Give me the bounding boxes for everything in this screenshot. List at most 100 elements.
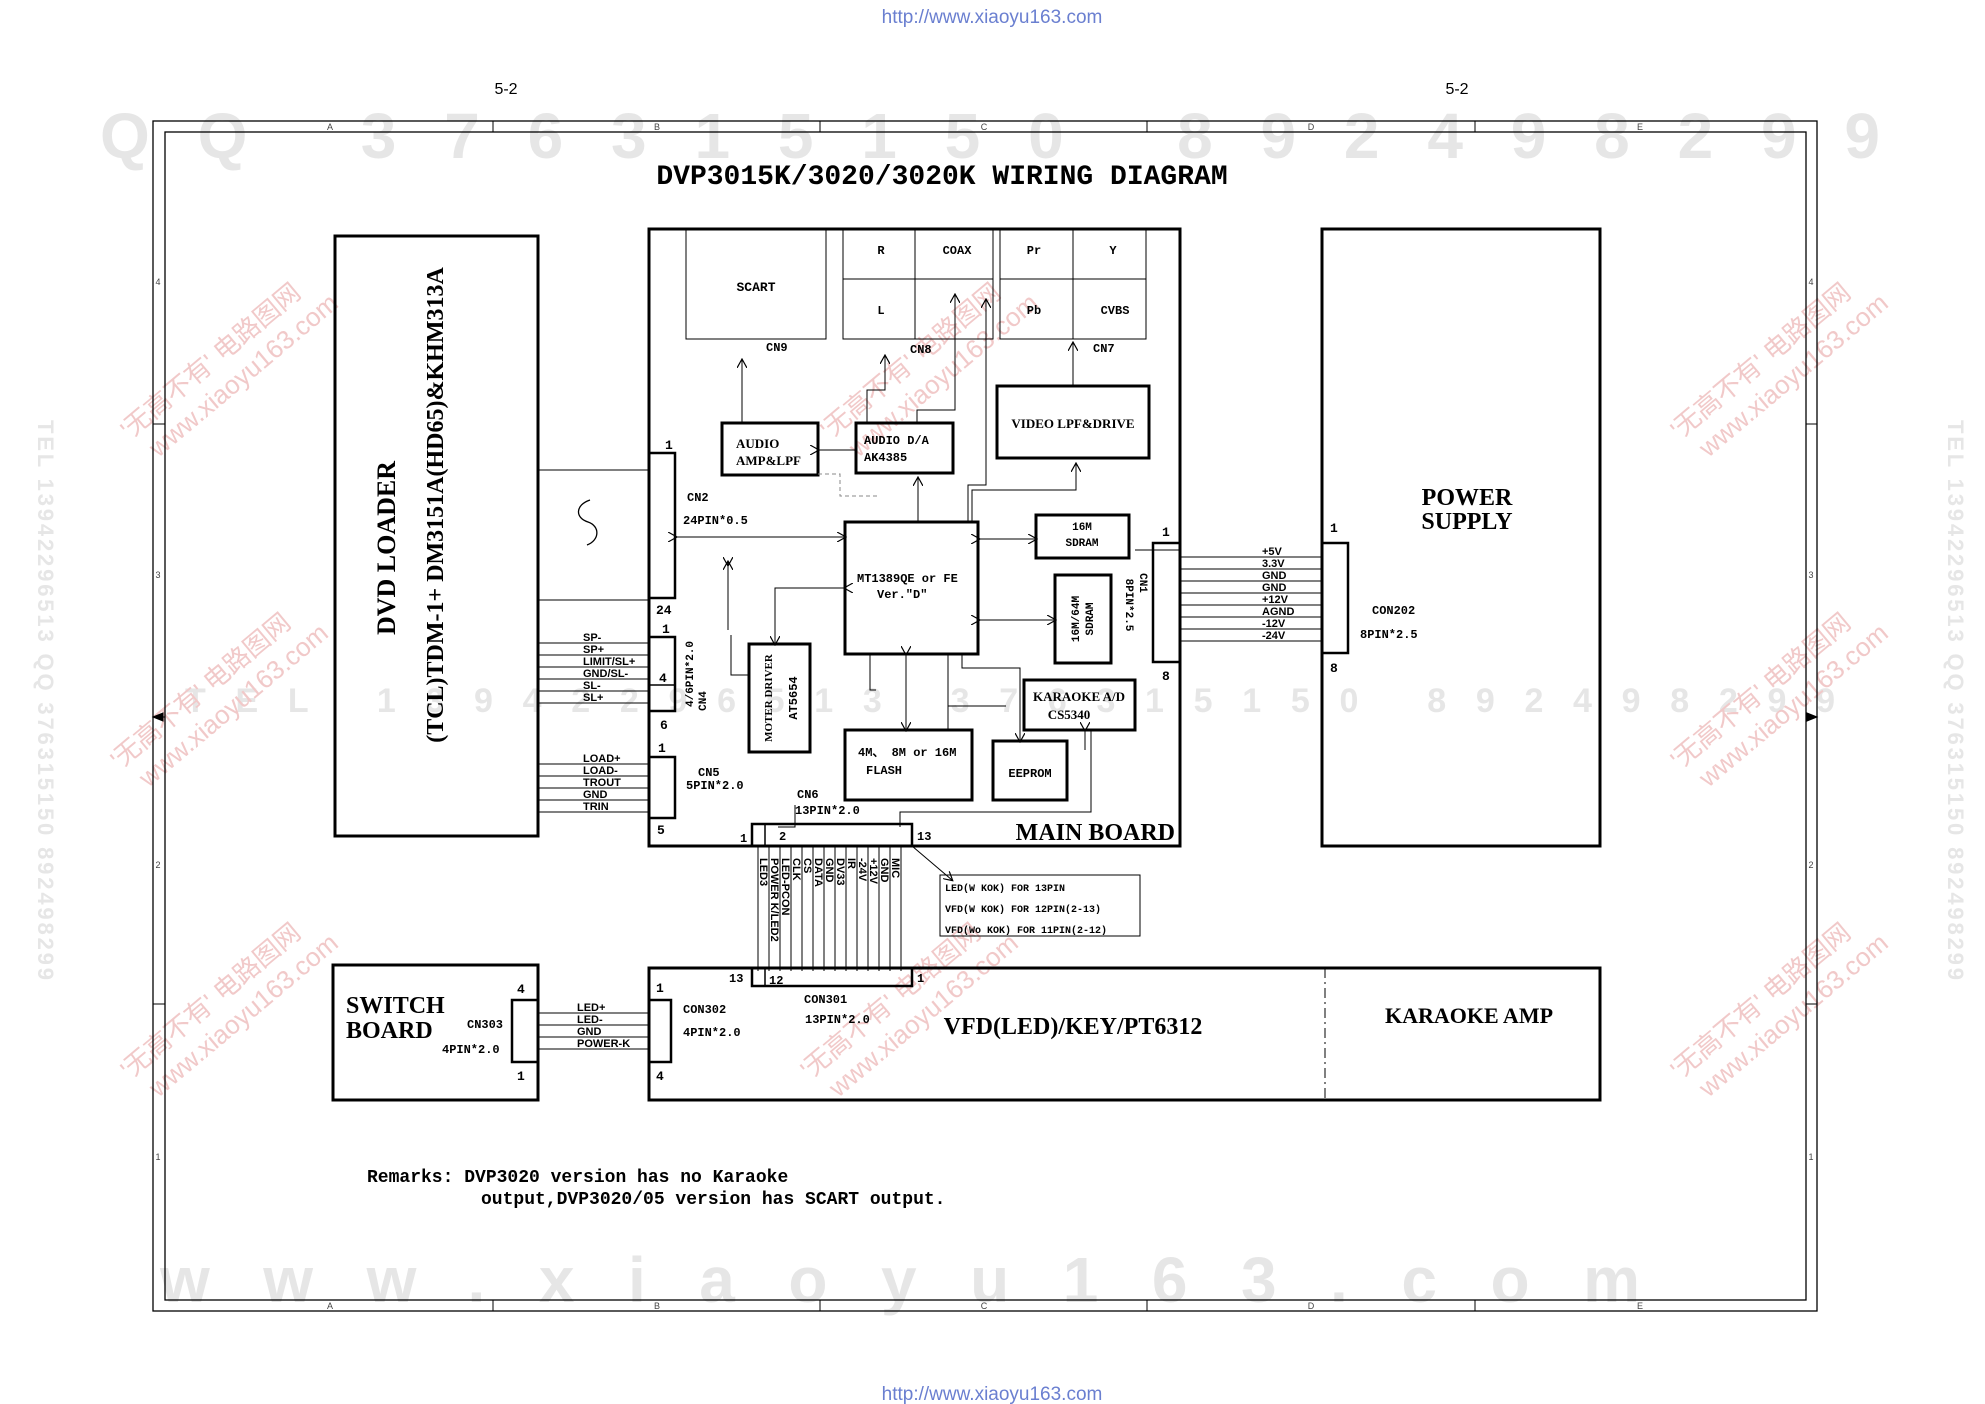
svg-text:1: 1 [917,972,924,986]
switch-board: SWITCH BOARD CN303 4PIN*2.0 4 1 [331,963,540,1102]
svg-text:SDRAM: SDRAM [1085,602,1097,635]
cable-signal-cs: CS [801,858,813,873]
signal-load-plus: LOAD+ [583,753,621,765]
svg-text:AUDIO D/A: AUDIO D/A [864,434,930,448]
diagram-title: DVP3015K/3020/3020K WIRING DIAGRAM [656,162,1227,193]
loader-signal-labels: SP- SP+ LIMIT/SL+ GND/SL- SL- SL+ LOAD+ … [583,632,635,813]
mpeg-decoder-block: MT1389QE or FE Ver."D" [843,520,980,656]
svg-text:B: B [654,1301,660,1311]
signal-trin: TRIN [583,801,609,813]
cable-signal-minus24v: -24V [856,858,868,882]
svg-text:1: 1 [665,438,673,453]
svg-text:2: 2 [155,860,160,870]
cn4-name: CN4 [698,691,710,711]
svg-text:1: 1 [740,832,747,846]
cable-signal-data: DATA [812,858,824,887]
sdram-16m-block: 16M SDRAM [1034,513,1131,560]
cable-signal-gnd-2: GND [878,858,890,883]
svg-text:4: 4 [1808,277,1813,287]
stamp-center-1: '无高不有' 电路图网 www.xiaoyu163.com [815,277,1044,463]
switch-board-line2: BOARD [346,1018,433,1044]
cn4-connector: 1 4 6 4/6PIN*2.0 CN4 [647,622,710,733]
svg-text:E: E [1637,1301,1643,1311]
rail-minus12v: -12V [1262,618,1286,630]
svg-text:1: 1 [1808,1152,1813,1162]
watermark-side-right: TEL 13942296513 QQ 376315150 892498299 [1943,420,1968,980]
jack-cvbs-label: CVBS [1101,304,1130,318]
svg-text:AMP&LPF: AMP&LPF [736,453,801,468]
svg-text:16M: 16M [1072,522,1092,534]
watermark-bottom-row: www.xiaoyu163.com [159,1244,1640,1316]
svg-text:4: 4 [656,1069,664,1084]
svg-text:3: 3 [155,570,160,580]
svg-text:CS5340: CS5340 [1048,707,1091,722]
signal-trout: TROUT [583,777,621,789]
flash-block: 4M、 8M or 16M FLASH [843,728,974,802]
svg-text:D: D [1308,1301,1315,1311]
dvd-loader-model: (TCL)TDM-1+ DM3151A(HD65)&KHM313A [423,267,449,743]
svg-text:2: 2 [1808,860,1813,870]
svg-text:B: B [654,122,660,132]
frame-grid-labels: A B C D E A B C D E 4 3 2 1 4 3 2 1 [155,122,1813,1311]
main-board-label: MAIN BOARD [1016,820,1175,846]
svg-text:AUDIO: AUDIO [736,436,779,451]
audio-dac-block: AUDIO D/A AK4385 [854,421,955,475]
remarks-line1: Remarks: DVP3020 version has no Karaoke [367,1168,788,1188]
svg-text:4M、 8M or 16M: 4M、 8M or 16M [858,746,956,760]
rail-5v: +5V [1262,546,1283,558]
svg-text:VIDEO LPF&DRIVE: VIDEO LPF&DRIVE [1011,416,1134,431]
video-lpf-block: VIDEO LPF&DRIVE [995,384,1151,460]
cable-signal-clk: CLK [790,858,802,881]
svg-text:1: 1 [656,981,664,996]
dvd-loader: DVD LOADER (TCL)TDM-1+ DM3151A(HD65)&KHM… [333,234,540,838]
signal-sl-minus: SL- [583,680,601,692]
rail-minus24v: -24V [1262,630,1286,642]
jack-y-label: Y [1109,244,1117,258]
eeprom-block: EEPROM [991,739,1069,802]
cn8-label: CN8 [910,343,932,357]
signal-gnd-loader: GND [583,789,608,801]
cn1-name: CN1 [1136,573,1148,593]
svg-text:1: 1 [517,1069,525,1084]
cn303-name: CN303 [467,1018,503,1032]
stamp-right-1: '无高不有' 电路图网 www.xiaoyu163.com [1665,277,1894,463]
page-number-left: 5-2 [494,81,517,98]
switch-signal-led-minus: LED- [577,1014,603,1026]
page-number-right: 5-2 [1445,81,1468,98]
audio-amp-block: AUDIO AMP&LPF [720,421,820,477]
svg-text:4: 4 [155,277,160,287]
cn2-connector: 1 24 CN2 24PIN*0.5 [647,438,748,618]
svg-text:Ver."D": Ver."D" [877,588,927,602]
jack-pb-label: Pb [1027,304,1041,318]
svg-text:1: 1 [1330,521,1338,536]
rail-agnd: AGND [1262,606,1294,618]
signal-load-minus: LOAD- [583,765,618,777]
svg-text:1: 1 [658,741,666,756]
svg-text:8: 8 [1330,661,1338,676]
karaoke-adc-block: KARAOKE A/D CS5340 [1022,678,1137,732]
source-url-bottom: http://www.xiaoyu163.com [882,1384,1103,1404]
cable-signal-powerk-led2: POWER K/LED2 [768,858,780,942]
svg-text:2: 2 [779,830,786,844]
switch-board-line1: SWITCH [346,993,445,1019]
watermark-side-left: TEL 13942296513 QQ 376315150 892498299 [33,420,58,980]
svg-text:1: 1 [155,1152,160,1162]
dvd-loader-title: DVD LOADER [372,461,401,635]
cn1-connector: 1 8 CN1 8PIN*2.5 [1122,525,1182,684]
svg-text:SDRAM: SDRAM [1065,538,1098,550]
svg-text:13: 13 [917,830,931,844]
power-supply-line2: SUPPLY [1421,509,1512,535]
loader-wires [538,642,649,813]
power-supply: POWER SUPPLY 1 8 CON202 8PIN*2.5 [1320,227,1602,848]
svg-text:1: 1 [662,622,670,637]
svg-text:FLASH: FLASH [866,764,902,778]
ribbon-cable [757,846,902,971]
cable-signal-gnd: GND [823,858,835,883]
signal-sp-minus: SP- [583,632,602,644]
svg-text:D: D [1308,122,1315,132]
stamp-left-3: '无高不有' 电路图网 www.xiaoyu163.com [115,917,344,1103]
svg-text:6: 6 [660,718,668,733]
con301-name: CON301 [804,993,847,1007]
svg-text:C: C [981,122,988,132]
cn7-label: CN7 [1093,342,1115,356]
